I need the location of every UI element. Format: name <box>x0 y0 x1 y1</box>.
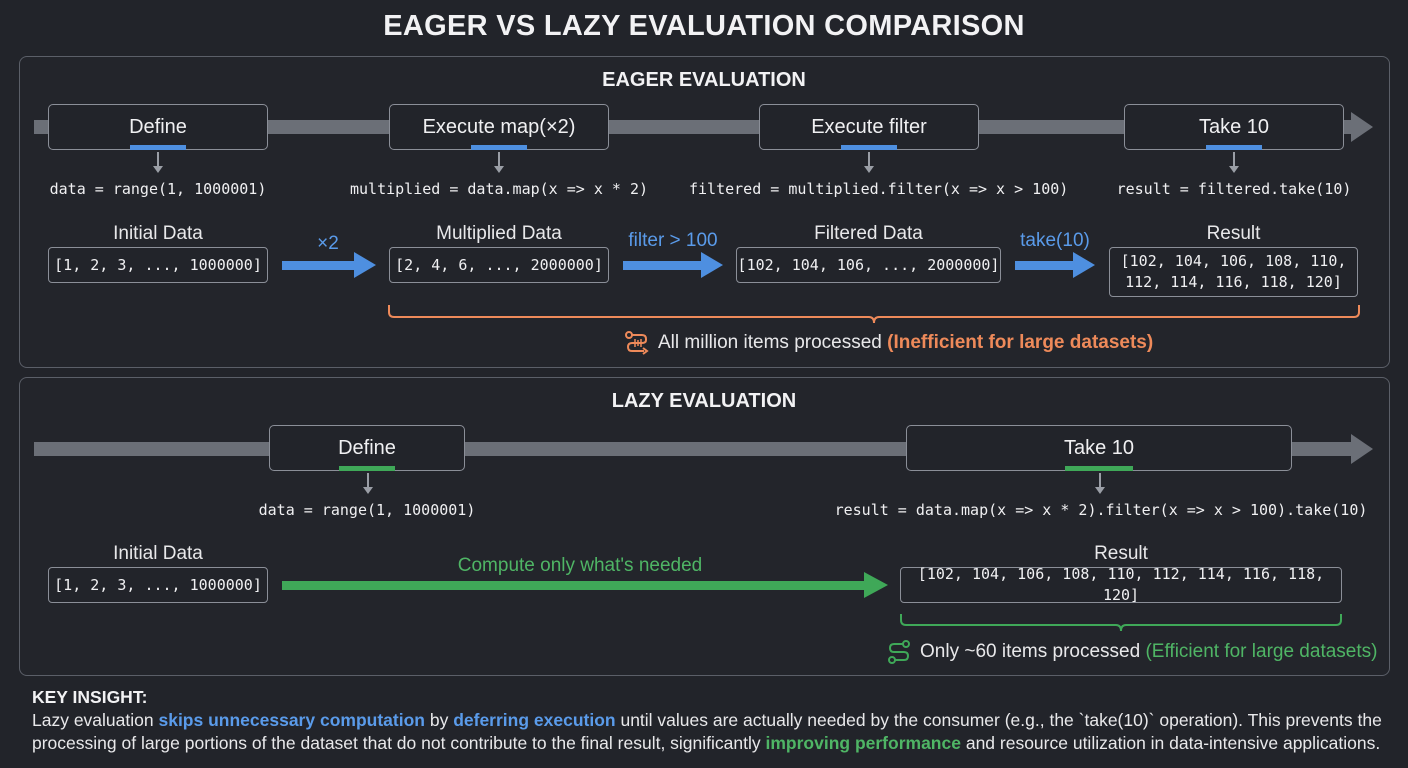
eager-op-arrow-1 <box>282 261 356 270</box>
eager-stage-define: Define <box>48 104 268 150</box>
eager-code-map: multiplied = data.map(x => x * 2) <box>349 180 648 198</box>
lazy-note: Only ~60 items processed (Efficient for … <box>920 641 1377 663</box>
insight-highlight-3: improving performance <box>765 733 961 753</box>
insight-text-1: Lazy evaluation <box>32 710 159 730</box>
eager-drop-4-head <box>1229 166 1239 173</box>
eager-note: All million items processed (Inefficient… <box>658 332 1153 354</box>
eager-op-arrow-3-head <box>1073 252 1095 278</box>
stage-accent <box>339 466 395 471</box>
lazy-heading: LAZY EVALUATION <box>611 390 797 412</box>
eager-drop-3-head <box>864 166 874 173</box>
eager-stage-filter: Execute filter <box>759 104 979 150</box>
lazy-timeline-arrowhead <box>1351 434 1373 464</box>
eager-data-label-multiplied: Multiplied Data <box>436 223 562 244</box>
eager-timeline-arrowhead <box>1351 112 1373 142</box>
eager-data-multiplied: [2, 4, 6, ..., 2000000] <box>389 247 609 283</box>
insight-highlight-2: deferring execution <box>453 710 616 730</box>
eager-heading: EAGER EVALUATION <box>602 69 806 91</box>
eager-processed-bracket <box>388 305 1360 324</box>
lazy-op-arrow <box>282 581 866 590</box>
insight-text-2: by <box>424 710 454 730</box>
eager-timeline-rail <box>34 120 1352 134</box>
eager-drop-1-head <box>153 166 163 173</box>
result-line-2: 112, 114, 116, 118, 120] <box>1125 273 1342 291</box>
process-flow-icon <box>625 331 649 355</box>
lazy-drop-2-head <box>1095 487 1105 494</box>
eager-drop-3 <box>868 152 870 166</box>
lazy-drop-2 <box>1099 473 1101 487</box>
stage-label: Take 10 <box>1198 115 1270 138</box>
lazy-note-main: Only ~60 items processed <box>920 641 1141 662</box>
insight-text-4: and resource utilization in data-intensi… <box>960 733 1381 753</box>
lazy-drop-1-head <box>363 487 373 494</box>
stage-accent <box>841 145 897 150</box>
eager-data-result: [102, 104, 106, 108, 110, 112, 114, 116,… <box>1109 247 1358 297</box>
lazy-code-take: result = data.map(x => x * 2).filter(x =… <box>834 501 1368 519</box>
eager-op-arrow-2-head <box>701 252 723 278</box>
eager-data-label-result: Result <box>1206 223 1261 244</box>
route-icon <box>888 640 910 664</box>
eager-data-filtered: [102, 104, 106, ..., 2000000] <box>736 247 1001 283</box>
stage-label: Take 10 <box>1063 436 1135 459</box>
eager-data-label-initial: Initial Data <box>113 223 203 244</box>
eager-stage-take: Take 10 <box>1124 104 1344 150</box>
lazy-processed-bracket <box>900 614 1342 632</box>
stage-label: Define <box>129 115 187 138</box>
eager-code-take: result = filtered.take(10) <box>1116 180 1352 198</box>
lazy-stage-define: Define <box>269 425 465 471</box>
eager-stage-map: Execute map(×2) <box>389 104 609 150</box>
insight-heading: KEY INSIGHT: <box>32 687 148 707</box>
stage-accent <box>471 145 527 150</box>
insight-highlight-1: skips unnecessary computation <box>158 710 425 730</box>
lazy-note-paren: (Efficient for large datasets) <box>1145 641 1378 662</box>
insight-body: Lazy evaluation skips unnecessary comput… <box>32 709 1382 755</box>
eager-op-take: take(10) <box>1020 230 1090 251</box>
lazy-drop-1 <box>367 473 369 487</box>
eager-op-arrow-2 <box>623 261 703 270</box>
insight-text-3: until values are actually needed by the … <box>32 710 1382 753</box>
lazy-data-label-result: Result <box>1094 543 1148 564</box>
stage-accent <box>130 145 186 150</box>
eager-note-paren: (Inefficient for large datasets) <box>887 332 1154 353</box>
stage-label: Execute filter <box>811 115 927 138</box>
stage-label: Define <box>338 436 396 459</box>
stage-accent <box>1206 145 1262 150</box>
stage-label: Execute map(×2) <box>422 115 576 138</box>
lazy-data-result: [102, 104, 106, 108, 110, 112, 114, 116,… <box>900 565 1342 604</box>
lazy-stage-take: Take 10 <box>906 425 1292 471</box>
eager-code-filter: filtered = multiplied.filter(x => x > 10… <box>689 180 1069 198</box>
lazy-data-initial: [1, 2, 3, ..., 1000000] <box>48 567 268 603</box>
page-title: EAGER VS LAZY EVALUATION COMPARISON <box>383 10 1025 42</box>
lazy-op-label: Compute only what's needed <box>457 555 703 576</box>
eager-drop-1 <box>157 152 159 166</box>
eager-op-multiply: ×2 <box>317 233 339 254</box>
result-line-1: [102, 104, 106, 108, 110, <box>1120 252 1347 270</box>
lazy-data-label-initial: Initial Data <box>113 543 203 564</box>
eager-data-initial: [1, 2, 3, ..., 1000000] <box>48 247 268 283</box>
eager-drop-4 <box>1233 152 1235 166</box>
eager-op-arrow-1-head <box>354 252 376 278</box>
lazy-op-arrow-head <box>864 572 888 598</box>
eager-code-define: data = range(1, 1000001) <box>49 180 267 198</box>
eager-data-label-filtered: Filtered Data <box>814 223 923 244</box>
eager-drop-2 <box>498 152 500 166</box>
stage-accent <box>1065 466 1133 471</box>
eager-drop-2-head <box>494 166 504 173</box>
eager-op-arrow-3 <box>1015 261 1075 270</box>
eager-op-filter: filter > 100 <box>628 230 718 251</box>
eager-note-main: All million items processed <box>658 332 882 353</box>
lazy-code-define: data = range(1, 1000001) <box>258 501 476 519</box>
